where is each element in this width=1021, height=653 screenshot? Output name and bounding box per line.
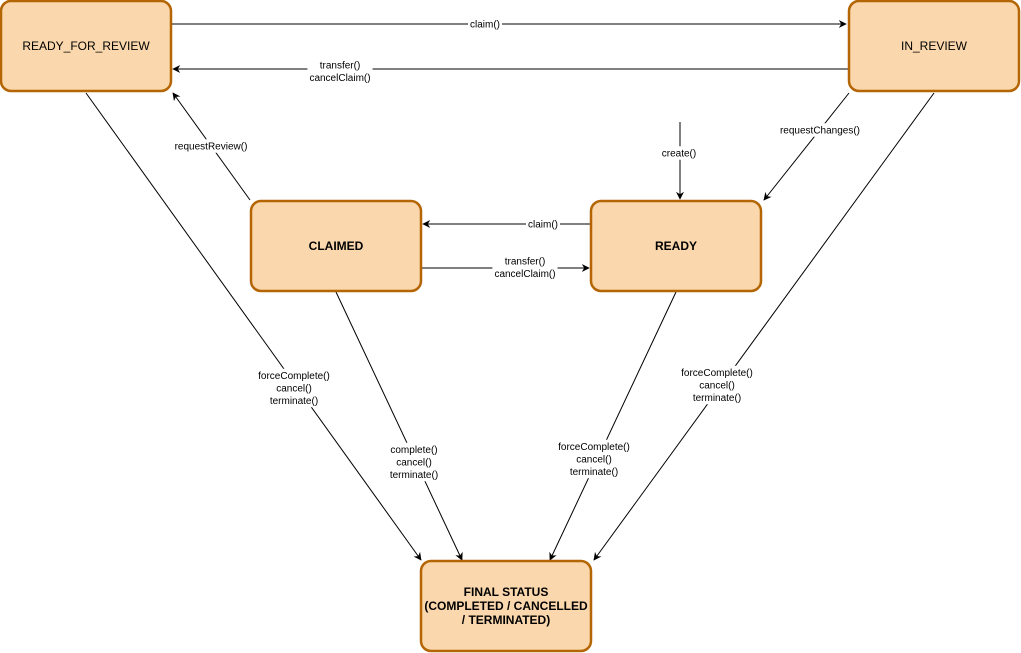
edge-rfr-to-final (85, 92, 422, 561)
edge-label-line: forceComplete() (258, 371, 330, 382)
label-in-review-to-final: forceComplete() cancel()terminate() (679, 365, 755, 405)
edge-labels: claim() transfer() cancelClaim() requestR… (172, 17, 863, 482)
state-final-status-line-3: / TERMINATED) (462, 613, 550, 627)
edge-label-line: claim() (528, 220, 558, 231)
edge-label-line: cancel() (396, 458, 432, 469)
label-in-review-to-ready: requestChanges() (777, 123, 863, 137)
label-rfr-to-final: forceComplete() cancel()terminate() (256, 368, 332, 408)
edge-label-line: claim() (470, 20, 500, 31)
state-claimed-label: CLAIMED (309, 239, 364, 253)
edge-label-background (172, 139, 250, 153)
edge-label-line: requestReview() (175, 142, 248, 153)
state-ready-for-review-box (0, 0, 173, 93)
label-rfr-to-in-review: claim() (468, 17, 502, 31)
edge-in-review-to-ready (763, 92, 850, 201)
label-create-to-ready: create() (659, 146, 699, 160)
edge-claimed-to-final (335, 291, 463, 561)
edge-label-background (556, 439, 632, 479)
state-ready-for-review-label: READY_FOR_REVIEW (22, 39, 150, 53)
edge-label-background (387, 442, 441, 482)
edge-label-line: cancelClaim() (309, 73, 370, 84)
edge-label-line: terminate() (693, 393, 741, 404)
state-in-review-label: IN_REVIEW (901, 39, 968, 53)
edge-label-line: forceComplete() (558, 442, 630, 453)
edge-label-background (256, 368, 332, 408)
edge-label-line: requestChanges() (780, 126, 860, 137)
label-claimed-to-final: complete() cancel()terminate() (387, 442, 441, 482)
edge-label-line: cancel() (576, 455, 612, 466)
edge-label-background (492, 254, 558, 280)
state-ready[interactable]: READY (589, 199, 763, 293)
state-final-status-line-1: FINAL STATUS (464, 585, 549, 599)
state-final-status[interactable]: FINAL STATUS (COMPLETED / CANCELLED / TE… (419, 559, 593, 653)
state-claimed[interactable]: CLAIMED (249, 199, 423, 293)
label-claimed-to-ready: transfer() cancelClaim() (492, 254, 558, 280)
edge-label-background (777, 123, 863, 137)
label-in-review-to-rfr: transfer() cancelClaim() (307, 58, 373, 84)
edge-label-line: terminate() (390, 470, 438, 481)
edge-ready-to-final (549, 291, 677, 561)
edge-label-line: create() (662, 149, 696, 160)
state-claimed-box (249, 199, 423, 293)
edge-label-background (526, 217, 560, 231)
edge-in-review-to-final (593, 92, 935, 561)
edge-label-background (468, 17, 502, 31)
edges (85, 20, 935, 561)
edge-label-background (679, 365, 755, 405)
edge-label-background (307, 58, 373, 84)
edge-label-line: forceComplete() (681, 368, 753, 379)
state-ready-box (589, 199, 763, 293)
edge-label-line: cancel() (276, 384, 312, 395)
edge-label-line: cancel() (699, 381, 735, 392)
edge-label-line: terminate() (270, 396, 318, 407)
label-ready-to-claimed: claim() (526, 217, 560, 231)
edge-label-line: terminate() (570, 467, 618, 478)
state-in-review-box (847, 0, 1021, 93)
label-ready-to-final: forceComplete() cancel()terminate() (556, 439, 632, 479)
edge-label-line: transfer() (505, 256, 546, 267)
edge-label-line: cancelClaim() (494, 269, 555, 280)
edge-label-line: transfer() (320, 60, 361, 71)
state-final-status-line-2: (COMPLETED / CANCELLED (424, 599, 588, 613)
state-in-review[interactable]: IN_REVIEW (847, 0, 1021, 93)
edge-label-line: complete() (390, 445, 437, 456)
state-ready-label: READY (655, 239, 697, 253)
edge-label-background (659, 146, 699, 160)
state-ready-for-review[interactable]: READY_FOR_REVIEW (0, 0, 173, 93)
label-claimed-to-rfr: requestReview() (172, 139, 250, 153)
state-final-status-box (419, 559, 593, 653)
